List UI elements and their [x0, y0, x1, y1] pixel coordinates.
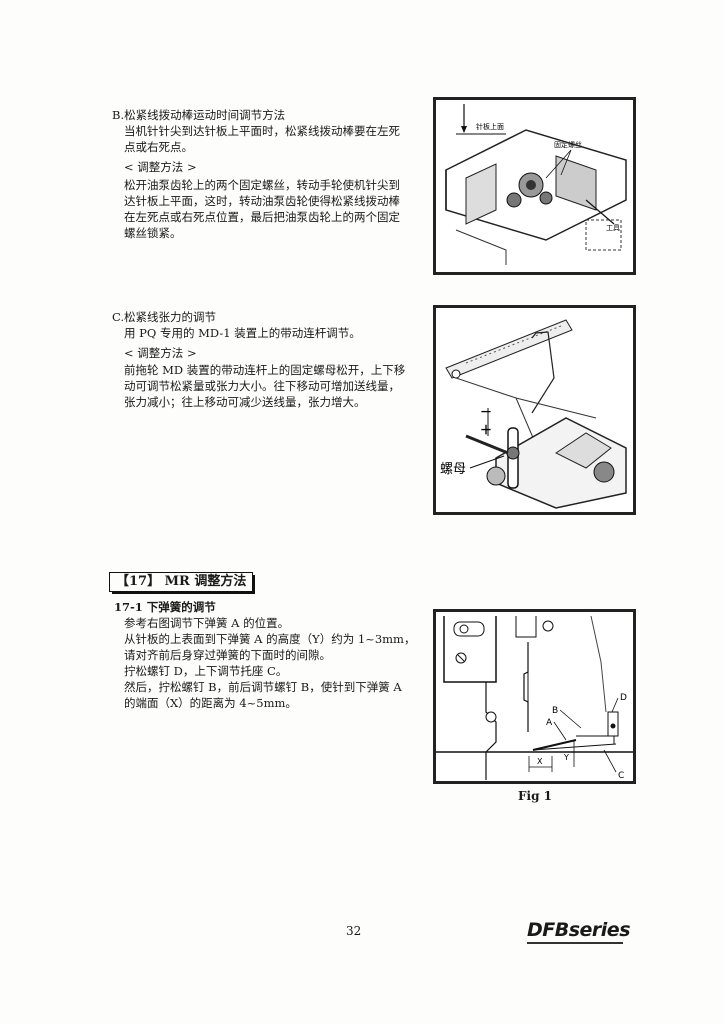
section-b-desc: 当机针针尖到达针板上平面时，松紧线拨动棒要在左死 点或右死点。	[124, 123, 434, 155]
section-17-1-title: 17-1 下弹簧的调节	[114, 600, 216, 614]
label-tool: 工具	[606, 224, 620, 232]
section-b-method-label: < 调整方法 >	[124, 160, 197, 174]
section-b-step: 达针板上平面，这时，转动油泵齿轮使得松紧线拨动棒	[124, 194, 400, 208]
brand-underline	[527, 942, 623, 944]
section-b-step: 在左死点或右死点位置，最后把油泵齿轮上的两个固定	[124, 210, 400, 224]
label-d: D	[620, 693, 627, 703]
label-b: B	[552, 706, 558, 716]
section-17-line: 请对齐前后身穿过弹簧的下面时的间隙。	[124, 648, 331, 662]
needle-plate-illustration: 针板上面 固定螺丝 工具	[445, 104, 627, 265]
section-c-line: 用 PQ 专用的 MD-1 装置上的带动连杆调节。	[124, 326, 361, 340]
section-b-line: 点或右死点。	[124, 140, 193, 154]
section-b-step: 螺丝锁紧。	[124, 226, 182, 240]
lower-spring-illustration: D B A C X Y	[436, 615, 633, 781]
md-device-illustration: － ＋ 螺母	[440, 319, 627, 509]
section-17-line: 拧松螺钉 D，上下调节托座 C。	[124, 664, 288, 678]
section-17-line: 参考右图调节下弹簧 A 的位置。	[124, 616, 290, 630]
brand-logo: DFBseries	[527, 919, 631, 941]
section-17-heading: 【17】 MR 调整方法	[109, 572, 256, 594]
section-b-line: 当机针针尖到达针板上平面时，松紧线拨动棒要在左死	[124, 124, 400, 138]
section-b-steps: 松开油泵齿轮上的两个固定螺丝，转动手轮使机针尖到 达针板上平面，这时，转动油泵齿…	[124, 177, 434, 241]
label-minus: －	[480, 405, 492, 419]
label-y: Y	[563, 753, 569, 762]
figure-1-lower-spring: D B A C X Y	[433, 609, 636, 784]
section-b-title: B.松紧线拨动棒运动时间调节方法	[112, 108, 286, 122]
label-c: C	[618, 771, 624, 781]
section-17-body: 参考右图调节下弹簧 A 的位置。 从针板的上表面到下弹簧 A 的高度（Y）约为 …	[124, 615, 434, 711]
section-17-line: 然后，拧松螺钉 B，前后调节螺钉 B，使针到下弹簧 A	[124, 680, 402, 694]
section-17-line: 的端面（X）的距离为 4~5mm。	[124, 696, 297, 710]
section-b-step: 松开油泵齿轮上的两个固定螺丝，转动手轮使机针尖到	[124, 178, 400, 192]
label-x: X	[537, 757, 543, 766]
label-plus: ＋	[480, 423, 492, 437]
figure-1-caption: Fig 1	[518, 789, 552, 803]
section-17-line: 从针板的上表面到下弹簧 A 的高度（Y）约为 1~3mm，	[124, 632, 416, 646]
figure-needle-plate: 针板上面 固定螺丝 工具	[433, 97, 636, 275]
section-c-step: 动可调节松紧量或张力大小。往下移动可增加送线量，	[124, 379, 400, 393]
section-c-method-label: < 调整方法 >	[124, 346, 197, 360]
label-fixing-screw: 固定螺丝	[554, 140, 582, 149]
section-c-step: 张力减小；往上移动可减少送线量，张力增大。	[124, 395, 366, 409]
section-c-steps: 前拖轮 MD 装置的带动连杆上的固定螺母松开，上下移 动可调节松紧量或张力大小。…	[124, 362, 434, 410]
section-c-desc: 用 PQ 专用的 MD-1 装置上的带动连杆调节。	[124, 325, 434, 341]
section-c-step: 前拖轮 MD 装置的带动连杆上的固定螺母松开，上下移	[124, 363, 406, 377]
label-a: A	[546, 718, 553, 728]
page-number: 32	[346, 924, 362, 938]
label-nut: 螺母	[440, 462, 466, 477]
figure-md-device: － ＋ 螺母	[433, 305, 636, 515]
label-plate-top: 针板上面	[476, 122, 504, 131]
section-c-title: C.松紧线张力的调节	[112, 310, 217, 324]
